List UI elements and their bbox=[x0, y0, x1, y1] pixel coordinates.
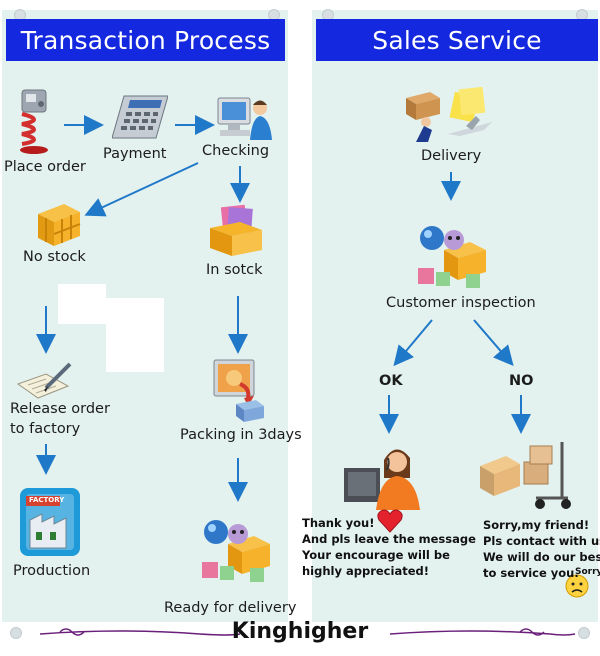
blank-area bbox=[106, 298, 164, 372]
delivery-label: Delivery bbox=[421, 148, 482, 164]
customer-inspection-label: Customer inspection bbox=[386, 295, 536, 311]
payment-label: Payment bbox=[103, 146, 167, 162]
checking-computer-icon bbox=[217, 97, 272, 140]
heart-icon bbox=[377, 509, 403, 533]
no-message-line1: Sorry,my friend! bbox=[483, 518, 590, 532]
no-stock-label: No stock bbox=[23, 249, 86, 265]
boxes-trolley-icon bbox=[480, 442, 571, 509]
ok-message-line2: And pls leave the message bbox=[302, 532, 476, 546]
production-factory-icon bbox=[20, 488, 80, 556]
release-order-label-line2: to factory bbox=[10, 421, 81, 437]
no-message-line3: We will do our best bbox=[483, 550, 600, 564]
no-message-line4: to service you. bbox=[483, 566, 579, 580]
brand-watermark: Kinghigher bbox=[231, 619, 369, 644]
pin bbox=[10, 627, 22, 639]
ok-label: OK bbox=[379, 373, 403, 389]
place-order-label: Place order bbox=[4, 159, 86, 175]
packing-label: Packing in 3days bbox=[180, 427, 302, 443]
in-stock-label: In sotck bbox=[206, 262, 263, 278]
delivery-man-icon bbox=[406, 86, 492, 142]
no-label: NO bbox=[509, 373, 534, 389]
release-order-paper-icon bbox=[16, 362, 72, 399]
pin bbox=[578, 627, 590, 639]
sales-service-header: Sales Service bbox=[316, 19, 598, 61]
factory-sign-text: FACTORY bbox=[29, 496, 65, 504]
no-stock-shelf-icon bbox=[38, 204, 81, 246]
blank-area bbox=[58, 284, 106, 324]
arrow-inspection-to-no bbox=[473, 319, 514, 367]
no-message-line2: Pls contact with us bbox=[483, 534, 600, 548]
ok-message-line4: highly appreciated! bbox=[302, 564, 429, 578]
transaction-process-header: Transaction Process bbox=[6, 19, 285, 61]
ok-message-line3: Your encourage will be bbox=[302, 548, 450, 562]
sorry-badge-text: Sorry bbox=[575, 567, 600, 577]
ready-delivery-gift-icon bbox=[202, 520, 270, 582]
checking-label: Checking bbox=[202, 143, 270, 159]
arrow-inspection-to-ok bbox=[393, 319, 433, 367]
ok-message-line1: Thank you! bbox=[302, 516, 375, 530]
customer-inspection-gift-icon bbox=[418, 226, 486, 288]
production-label: Production bbox=[13, 563, 91, 579]
support-woman-icon bbox=[344, 449, 420, 510]
arrow-checking-to-nostock bbox=[84, 162, 199, 217]
place-order-icon bbox=[20, 89, 48, 154]
sorry-face-icon bbox=[565, 574, 589, 598]
ready-for-delivery-label: Ready for delivery bbox=[164, 600, 297, 616]
release-order-label-line1: Release order bbox=[10, 401, 110, 417]
packing-monitor-icon bbox=[213, 359, 264, 422]
in-stock-box-icon bbox=[210, 204, 262, 256]
payment-calculator-icon bbox=[112, 95, 168, 139]
